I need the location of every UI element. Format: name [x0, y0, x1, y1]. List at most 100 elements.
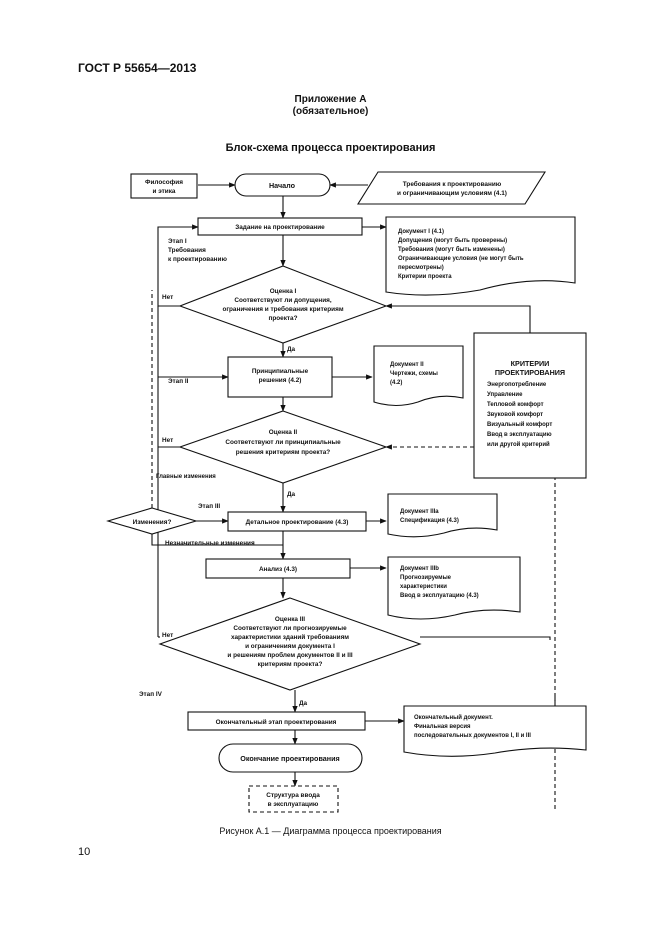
final-stage-label: Окончательный этап проектирования	[216, 718, 337, 726]
doc3b-line4: Ввод в эксплуатацию (4.3)	[400, 593, 479, 599]
changes-label: Изменения?	[133, 519, 172, 526]
criteria-title-1: КРИТЕРИИ	[511, 359, 550, 368]
doc1-line5: пересмотрены)	[398, 265, 444, 271]
doc2-box	[373, 345, 464, 407]
eval3-diamond	[158, 597, 422, 691]
major-change-label: Главные изменения	[156, 474, 216, 480]
changes-diamond	[106, 507, 198, 535]
final-doc-line2: Финальная версия	[414, 724, 471, 730]
requirements-line1: Требования к проектированию	[403, 180, 502, 188]
doc3a-line1: Документ IIIa	[400, 509, 439, 515]
eval2-line1: Оценка II	[269, 429, 298, 436]
criteria-item-5: Визуальный комфорт	[487, 421, 552, 428]
criteria-item-6: Ввод в эксплуатацию	[487, 432, 552, 438]
doc2-line3: (4.2)	[390, 380, 402, 386]
final-doc-line1: Окончательный документ.	[414, 714, 493, 721]
criteria-item-3: Тепловой комфорт	[487, 401, 544, 408]
eval3-line1: Оценка III	[275, 616, 305, 623]
eval1-diamond	[178, 265, 388, 344]
stage1-label: Этап I	[168, 238, 187, 245]
eval1-line1: Оценка I	[270, 288, 297, 295]
eval1-no-label: Нет	[162, 294, 173, 301]
criteria-title-2: ПРОЕКТИРОВАНИЯ	[495, 368, 565, 377]
appendix-subtitle: (обязательное)	[292, 106, 369, 117]
eval3-line4: и ограничениям документа I	[245, 643, 335, 650]
doc2-line2: Чертежи, схемы	[390, 371, 438, 377]
doc1-line4: Ограничивающие условия (не могут быть	[398, 255, 524, 262]
final-doc-line3: последовательных документов I, II и III	[414, 733, 531, 739]
doc1-line6: Критерии проекта	[398, 274, 452, 280]
analysis-box	[205, 558, 351, 579]
doc3b-line1: Документ IIIb	[400, 566, 439, 572]
design-task-box	[197, 217, 363, 236]
criteria-item-7: или другой критерий	[487, 441, 550, 448]
detailed-label: Детальное проектирование (4.3)	[246, 519, 349, 526]
eval2-line3: решения критериям проекта?	[236, 449, 331, 456]
requirements-line2: и ограничивающим условиям (4.1)	[397, 190, 507, 197]
page-number: 10	[78, 846, 91, 858]
stage3-label: Этап III	[198, 503, 220, 510]
eval3-line2: Соответствуют ли прогнозируемые	[233, 625, 347, 632]
final-stage-box	[187, 711, 366, 731]
stage2-label: Этап II	[168, 378, 189, 385]
arrow-criteria-eval1	[385, 303, 531, 333]
doc1-line2: Допущения (могут быть проверены)	[398, 237, 507, 244]
eval2-no-label: Нет	[162, 437, 173, 444]
doc2-line1: Документ II	[390, 362, 424, 368]
criteria-item-2: Управление	[487, 392, 523, 398]
analysis-label: Анализ (4.3)	[259, 566, 297, 573]
figure-title: Блок-схема процесса проектирования	[225, 142, 436, 154]
minor-change-label: Незначительные изменения	[165, 540, 255, 547]
principal-decisions-box	[227, 356, 333, 398]
requirements-input	[357, 171, 546, 205]
criteria-item-4: Звуковой комфорт	[487, 411, 543, 418]
doc1-line1: Документ I (4.1)	[398, 229, 444, 235]
design-task-label: Задание на проектирование	[235, 224, 325, 231]
eval3-line6: критериям проекта?	[258, 661, 323, 668]
minor-change-line	[151, 534, 283, 546]
eval3-line3: характеристики зданий требованиям	[231, 633, 349, 641]
commissioning-box	[248, 785, 339, 813]
eval1-line4: проекта?	[268, 315, 297, 322]
figure-caption: Рисунок А.1 — Диаграмма процесса проекти…	[219, 826, 442, 836]
eval2-diamond	[178, 410, 388, 484]
start-label: Начало	[269, 181, 296, 190]
doc3a-line2: Спецификация (4.3)	[400, 517, 459, 524]
principal-line1: Принципиальные	[252, 368, 309, 375]
eval2-line2: Соответствуют ли принципиальные	[225, 439, 341, 446]
stage4-label: Этап IV	[139, 691, 163, 698]
start-terminal	[234, 173, 331, 197]
final-doc-box	[403, 705, 587, 757]
eval2-yes-label: Да	[287, 491, 296, 498]
stage1-line2: Требования	[168, 246, 206, 254]
doc3b-line2: Прогнозируемые	[400, 575, 452, 581]
end-label: Окончание проектирования	[240, 754, 339, 763]
commission-line2: в эксплуатацию	[268, 801, 319, 808]
principal-line2: решения (4.2)	[259, 377, 302, 384]
end-terminal	[218, 743, 363, 773]
doc3a-box	[387, 493, 498, 538]
commission-line1: Структура ввода	[266, 792, 320, 799]
philosophy-line1: Философия	[145, 179, 183, 186]
criteria-item-1: Энергопотребление	[487, 381, 547, 388]
detailed-design-box	[227, 511, 367, 532]
stage1-line3: к проектированию	[168, 256, 227, 263]
arrow-criteria-eval3	[420, 636, 551, 640]
doc3b-box	[387, 556, 521, 620]
eval3-yes-label: Да	[299, 700, 308, 707]
eval1-line2: Соответствуют ли допущения,	[234, 297, 332, 304]
doc1-line3: Требования (могут быть изменены)	[398, 246, 505, 253]
appendix-title: Приложение А	[294, 94, 367, 105]
philosophy-box	[130, 173, 198, 199]
eval3-no-label: Нет	[162, 632, 173, 639]
eval3-line5: и решениям проблем документов II и III	[227, 651, 352, 659]
philosophy-line2: и этика	[153, 188, 176, 195]
arrow-eval1-no	[157, 224, 199, 307]
doc1-box	[385, 216, 576, 296]
eval1-yes-label: Да	[287, 346, 296, 353]
design-criteria-box	[473, 332, 587, 479]
doc3b-line3: характеристики	[400, 584, 447, 590]
eval1-line3: ограничения и требования критериям	[222, 305, 343, 313]
standard-header: ГОСТ Р 55654—2013	[78, 61, 197, 75]
